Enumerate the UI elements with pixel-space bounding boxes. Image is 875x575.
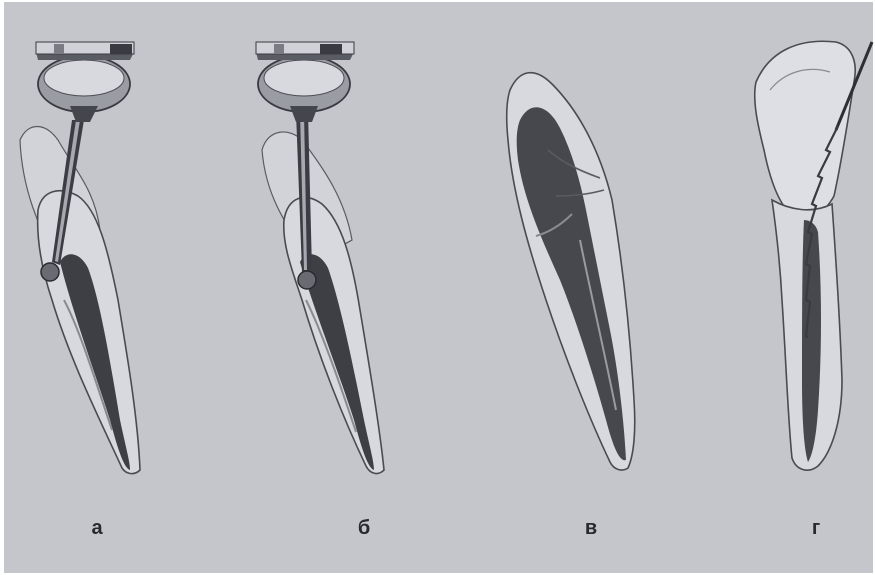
figure-label-d: г [796,518,836,538]
handpiece-b-top-tick [274,44,284,54]
handpiece-b-cap [264,60,344,96]
handpiece-a-cap [44,60,124,96]
figure-label-a: а [77,518,117,538]
figure-label-c: в [571,518,611,538]
handpiece-a-top-tick [54,44,64,54]
bur-b-head [298,271,316,289]
figure-label-b: б [344,518,384,538]
plate-background [4,2,873,573]
handpiece-b-top-dark [320,44,342,54]
bur-a-head [41,263,59,281]
handpiece-a-top-dark [110,44,132,54]
